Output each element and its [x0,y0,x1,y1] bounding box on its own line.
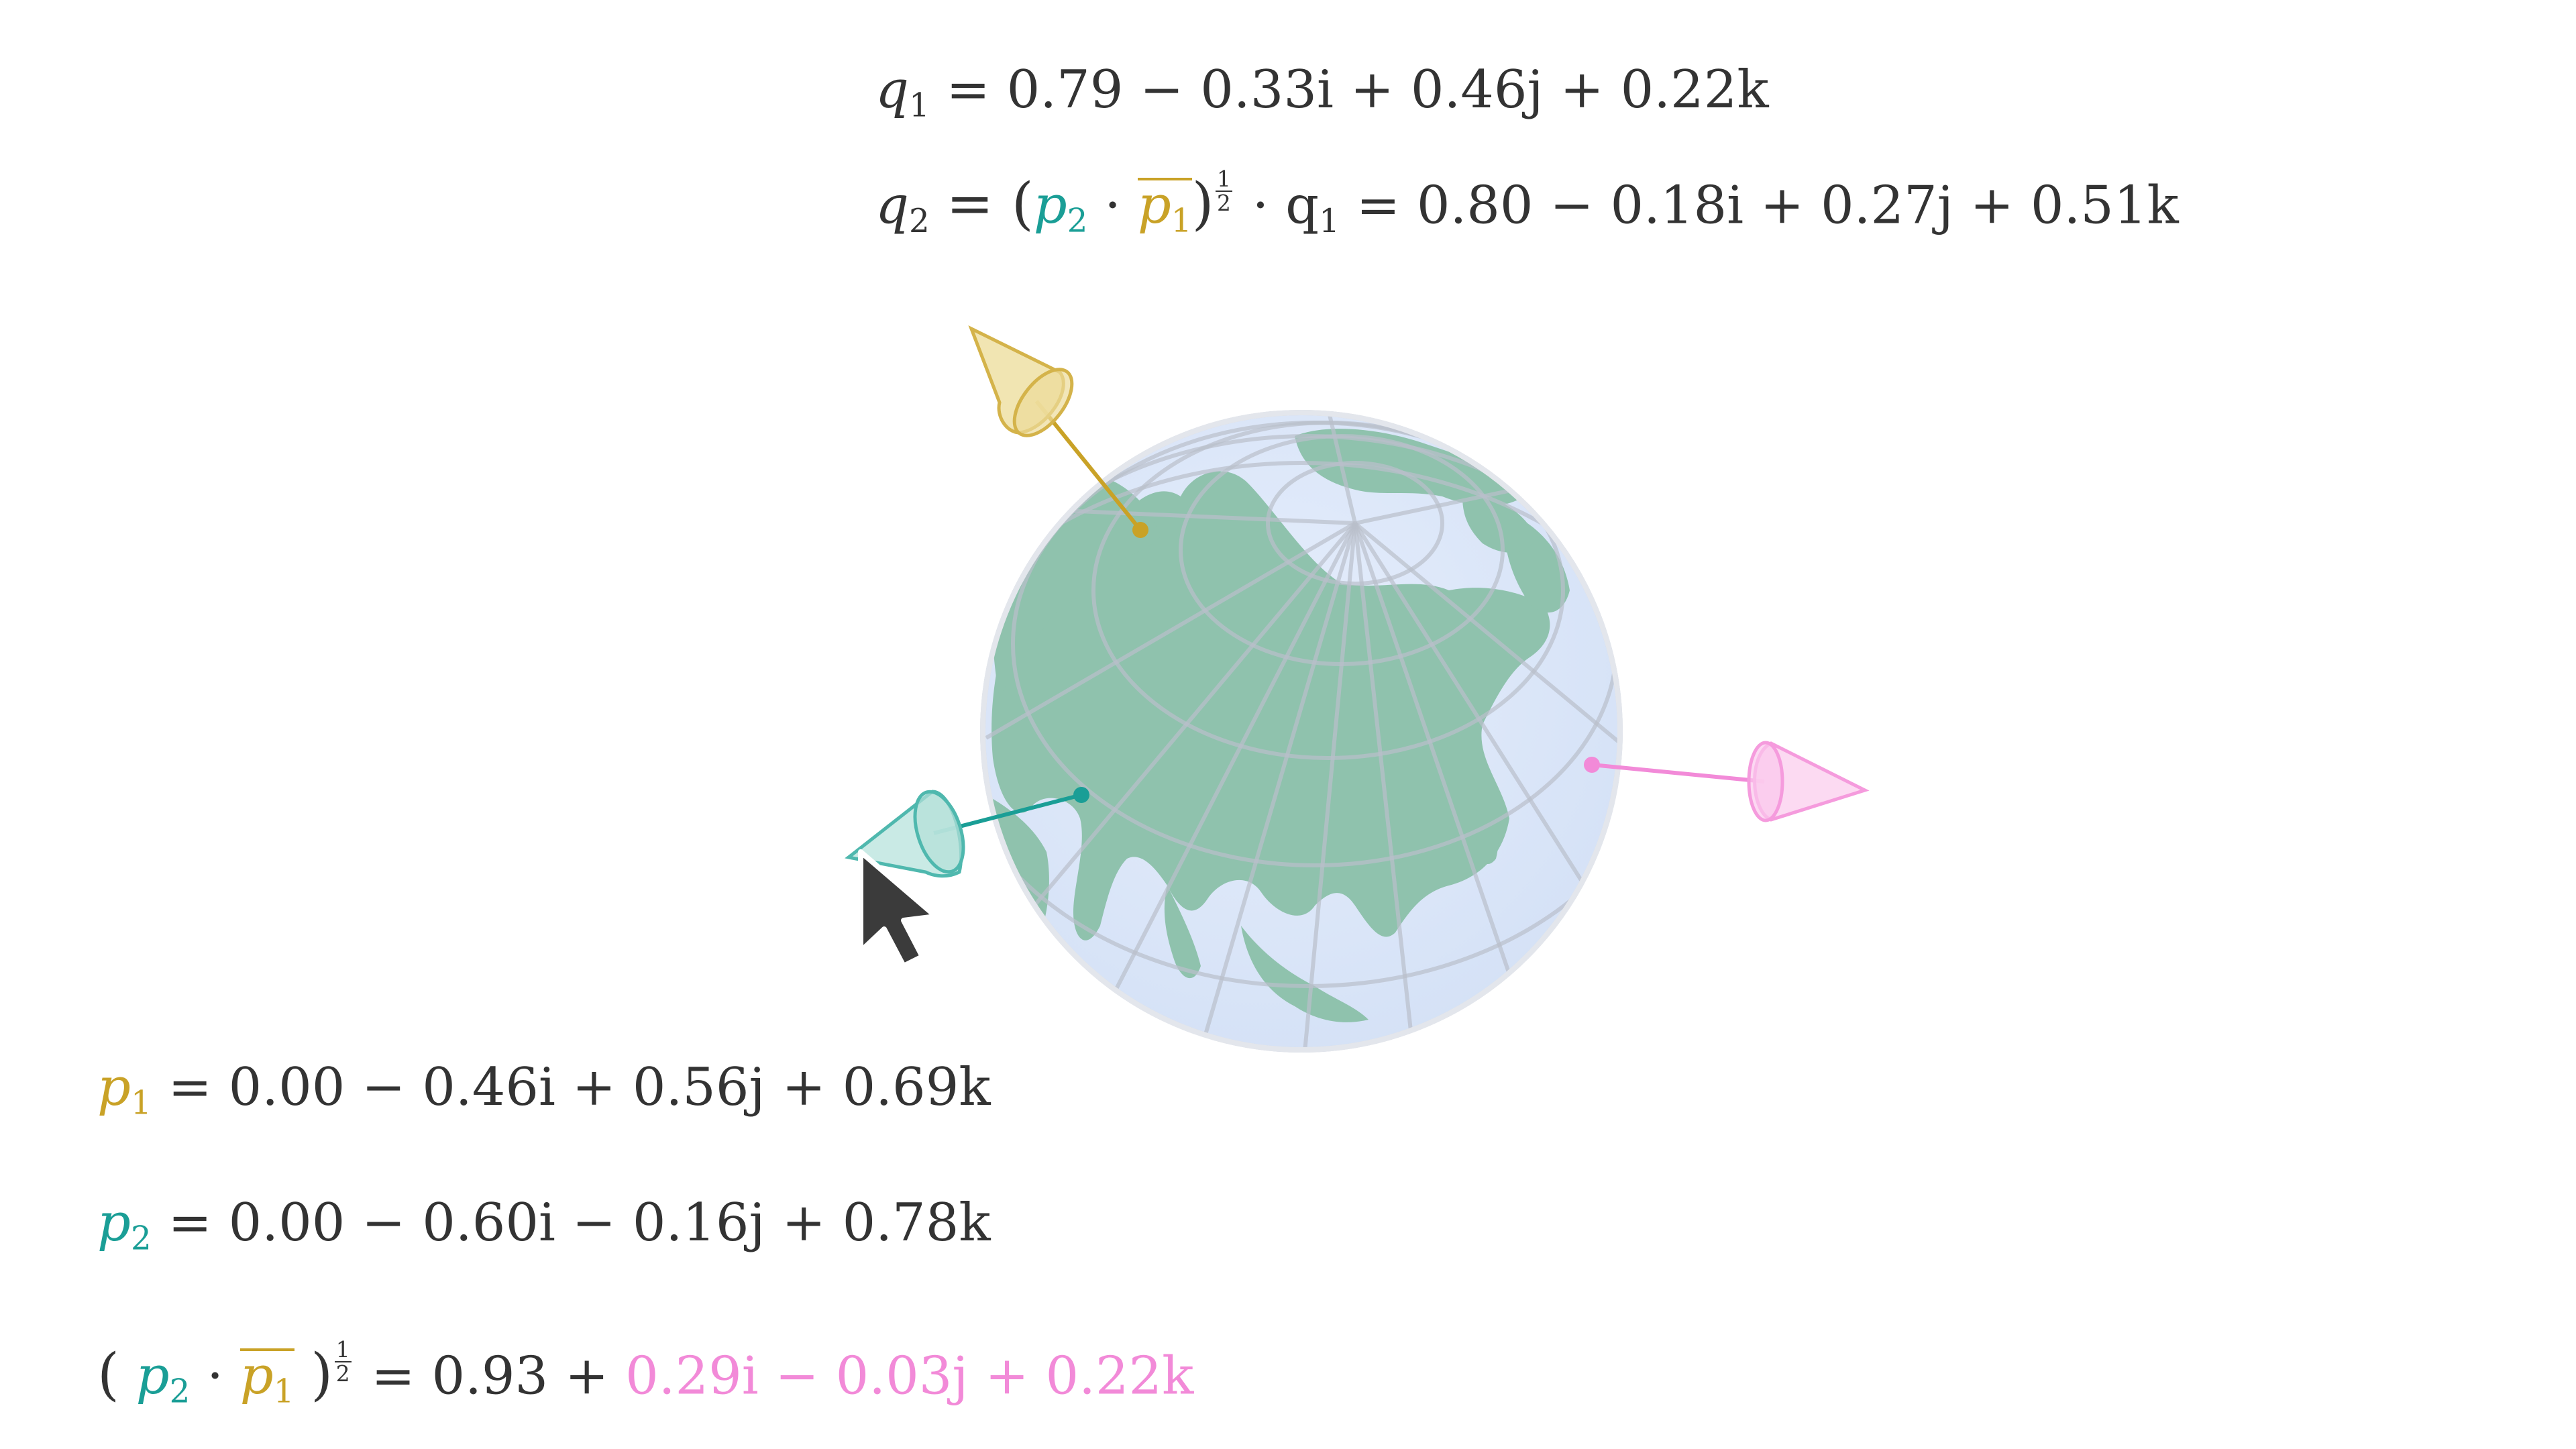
p1-arrow [968,325,1148,538]
globe-rim [980,410,1623,1053]
p2-symbol: p [97,1193,131,1253]
p1-value: = 0.00 − 0.46i + 0.56j + 0.69k [168,1057,991,1118]
q1-symbol: q [875,60,909,120]
q2-exp-num: 1 [1216,166,1232,193]
q2-subscript: 2 [908,202,930,240]
rotation-axis-arrow [1584,741,1870,822]
axis-point [1584,757,1600,773]
q2-p1-subscript: 1 [1171,202,1192,240]
land-arctic-north-america [1295,429,1529,506]
q2-dot: · [1104,175,1122,236]
p1-symbol: p [97,1057,131,1118]
land-southeast-asia [1241,926,1368,1022]
axis-cone-base [1747,741,1784,822]
q2-p2-subscript: 2 [1067,202,1088,240]
half-exp-den: 2 [335,1361,350,1387]
half-open: ( [97,1341,119,1407]
q2-close: ) [1191,170,1214,237]
p2-arrow [845,787,1089,878]
land-india [1164,885,1201,979]
q2-value: = 0.80 − 0.18i + 0.27j + 0.51k [1356,175,2179,236]
q1-value: = 0.79 − 0.33i + 0.46j + 0.22k [946,60,1769,120]
p2-subscript: 2 [130,1220,152,1258]
q2-times-q1-subscript: 1 [1319,202,1340,240]
equation-p2: p2 = 0.00 − 0.60i − 0.16j + 0.78k [97,1197,991,1255]
p1-cone-base [1012,368,1074,437]
q1-subscript: 1 [908,87,930,125]
q2-p1-conjugate: p1 [1137,175,1192,237]
land-eurasia [991,471,1550,941]
half-p1-conjugate: p1 [239,1346,294,1408]
equation-q1: q1 = 0.79 − 0.33i + 0.46j + 0.22k [875,64,1769,122]
p1-point [1132,522,1148,538]
half-close: ) [311,1341,333,1407]
half-real-part: = 0.93 + [371,1346,609,1407]
p2-point [1073,787,1089,803]
globe-graticule [983,413,1620,1050]
axis-arrow-shaft [1591,763,1765,784]
q2-open: = ( [946,170,1034,237]
q2-times-q1: · q [1252,175,1320,236]
arrow-cursor-icon [858,849,938,969]
p2-cone-base [913,790,965,874]
half-dot: · [207,1346,223,1407]
half-p2-symbol: p [136,1346,170,1407]
q2-exp-den: 2 [1217,191,1231,217]
q2-p1-symbol: p [1137,175,1171,236]
q2-symbol: q [875,175,909,236]
half-exp-num: 1 [334,1337,352,1363]
q2-p2-symbol: p [1033,175,1067,236]
half-vector-part: 0.29i − 0.03j + 0.22k [625,1346,1194,1407]
half-p1-symbol: p [239,1346,274,1407]
equation-p1: p1 = 0.00 − 0.46i + 0.56j + 0.69k [97,1061,991,1120]
p1-subscript: 1 [130,1084,152,1122]
half-p2-subscript: 2 [169,1373,191,1411]
p2-value: = 0.00 − 0.60i − 0.16j + 0.78k [168,1193,991,1253]
half-p1-subscript: 1 [273,1373,294,1411]
